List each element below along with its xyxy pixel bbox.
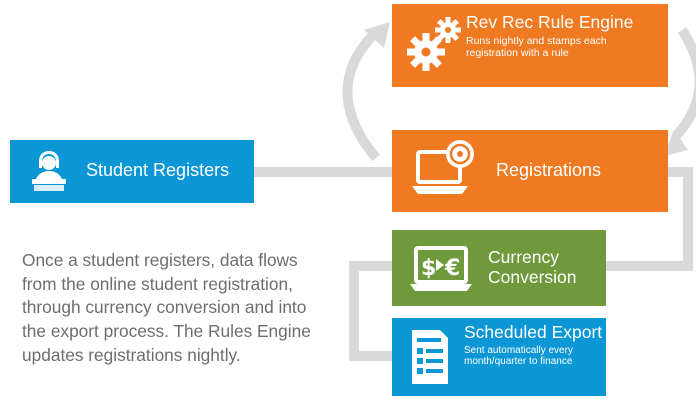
scheduled-export-subtitle: Sent automatically every month/quarter t… [464, 345, 573, 367]
currency-conversion-box: $ € Currency Conversion [392, 230, 606, 306]
rule-engine-subtitle-line1: Runs nightly and stamps each [466, 35, 607, 47]
svg-text:€: € [444, 256, 460, 281]
process-description: Once a student registers, data flows fro… [22, 250, 311, 365]
rule-engine-title: Rev Rec Rule Engine [466, 12, 634, 32]
laptop-currency-icon: $ € [410, 246, 472, 291]
svg-text:$: $ [421, 256, 436, 281]
student-reading-icon [32, 151, 66, 191]
rule-engine-subtitle: Runs nightly and stamps each registratio… [466, 35, 607, 59]
cycle-arrowhead-right [664, 130, 688, 156]
cycle-arc-right [672, 27, 696, 140]
currency-conversion-title: Currency Conversion [488, 247, 577, 287]
document-list-icon [412, 330, 448, 384]
connector-currency-to-export [349, 261, 392, 361]
registrations-box: Registrations [392, 130, 668, 212]
rule-engine-subtitle-line2: registration with a rule [466, 47, 569, 59]
scheduled-export-box: Scheduled Export Sent automatically ever… [392, 318, 606, 396]
rule-engine-box: Rev Rec Rule Engine Runs nightly and sta… [392, 4, 668, 87]
registrations-title: Registrations [496, 160, 602, 180]
student-registers-title: Student Registers [86, 160, 230, 180]
connector-registrations-to-currency [606, 167, 693, 271]
student-registers-box: Student Registers [10, 140, 254, 203]
gears-icon [407, 17, 461, 71]
scheduled-export-subtitle-line1: Sent automatically every [464, 345, 573, 356]
cycle-arrowhead-left [364, 22, 390, 48]
cycle-arc-left [342, 30, 380, 162]
laptop-disc-icon [412, 140, 474, 194]
scheduled-export-title: Scheduled Export [464, 322, 603, 342]
scheduled-export-subtitle-line2: month/quarter to finance [464, 356, 573, 367]
